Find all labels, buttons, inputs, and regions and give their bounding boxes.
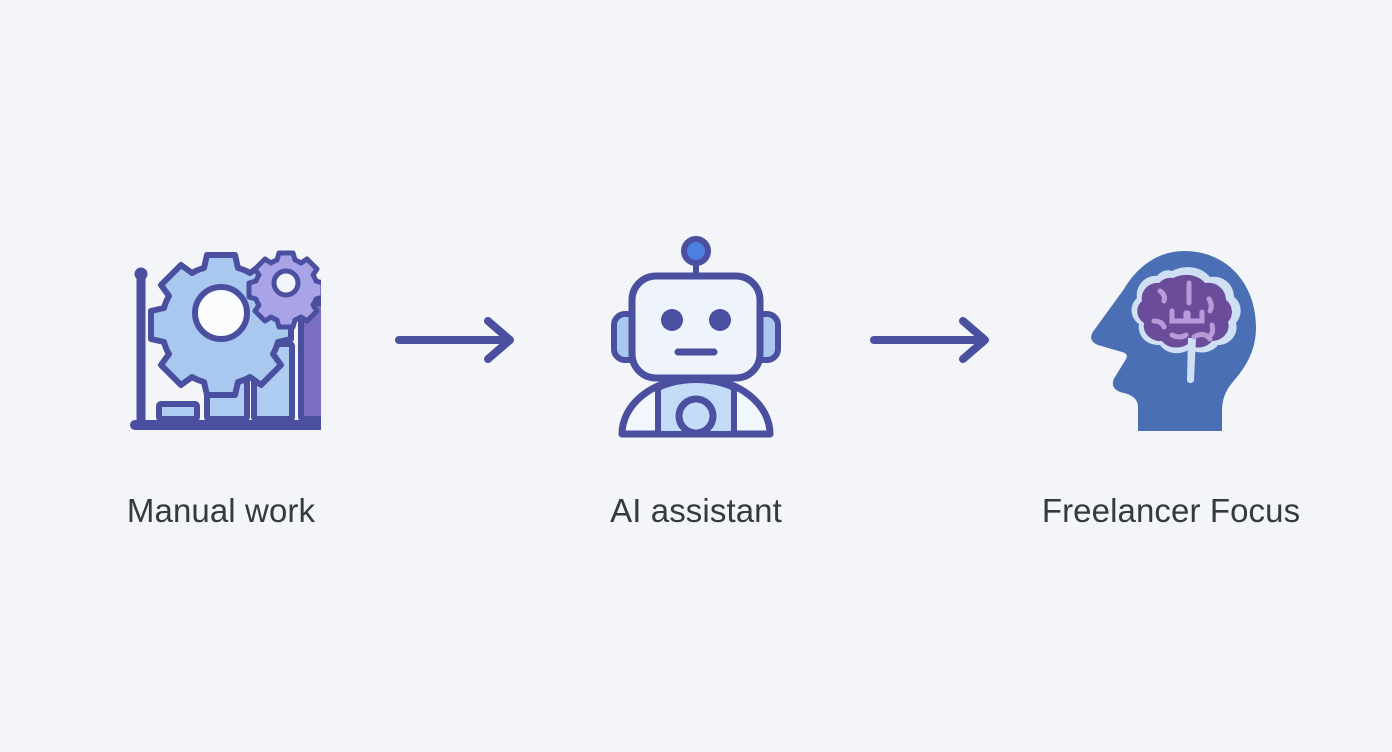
connector-2 <box>846 315 1021 365</box>
connector-1 <box>371 315 546 365</box>
stage-freelancer-focus: Freelancer Focus <box>1021 226 1321 527</box>
arrow-right-icon <box>869 317 989 363</box>
robot-icon <box>581 226 811 456</box>
bar-chart-gears-icon <box>106 226 336 456</box>
stage-label-freelancer-focus: Freelancer Focus <box>1041 491 1301 529</box>
stage-ai-assistant: AI assistant <box>546 226 846 527</box>
head-brain-icon <box>1056 226 1286 456</box>
stage-manual-work: Manual work <box>71 226 371 527</box>
stage-label-ai-assistant: AI assistant <box>610 491 782 529</box>
stage-label-manual-work: Manual work <box>126 491 316 529</box>
arrow-right-icon <box>394 317 514 363</box>
